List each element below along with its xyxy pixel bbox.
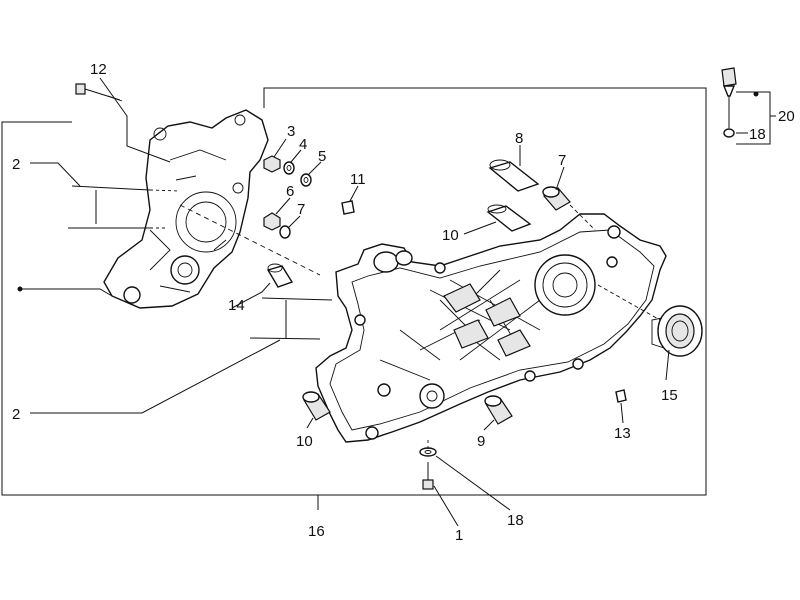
callout-18-lower: 18 <box>507 512 524 529</box>
washer-7-left[interactable] <box>279 225 291 239</box>
bolt-1[interactable] <box>422 462 434 490</box>
callout-12: 12 <box>90 61 107 78</box>
washer-18-plug[interactable] <box>723 128 735 138</box>
pin-13[interactable] <box>615 389 627 403</box>
stud-2-middle-upper[interactable] <box>261 297 333 301</box>
callout-13: 13 <box>614 425 631 442</box>
bushing-7[interactable] <box>542 186 571 211</box>
dowel-14[interactable] <box>266 263 294 288</box>
callout-15: 15 <box>661 387 678 404</box>
callout-1: 1 <box>455 527 463 544</box>
callout-18-plug: 18 <box>749 126 766 143</box>
washer-4[interactable] <box>283 161 295 175</box>
callout-labels: 12 2 3 4 5 6 7 8 7 11 10 14 2 10 9 13 15… <box>12 61 795 544</box>
callout-7-left: 7 <box>297 201 305 218</box>
callout-9: 9 <box>477 433 485 450</box>
dowel-10-lower[interactable] <box>302 391 331 421</box>
callout-14: 14 <box>228 297 245 314</box>
dowel-10-upper[interactable] <box>486 204 532 232</box>
oil-seal-15[interactable] <box>651 305 703 357</box>
nut-6[interactable] <box>263 212 281 231</box>
callout-16: 16 <box>308 523 325 540</box>
callout-7-right: 7 <box>558 152 566 169</box>
callout-2-lower: 2 <box>12 406 20 423</box>
callout-6: 6 <box>286 183 294 200</box>
callout-3: 3 <box>287 123 295 140</box>
stud-2-middle-lower[interactable] <box>249 337 321 340</box>
callout-20: 20 <box>778 108 795 125</box>
callout-2-upper: 2 <box>12 156 20 173</box>
callout-5: 5 <box>318 148 326 165</box>
dowel-8[interactable] <box>488 159 540 192</box>
callout-10-upper: 10 <box>442 227 459 244</box>
stud-2-upper[interactable] <box>71 185 181 192</box>
drain-plug-20[interactable] <box>721 67 737 128</box>
crankcase-right-half[interactable] <box>315 213 667 443</box>
pin-11[interactable] <box>341 200 355 215</box>
washer-5[interactable] <box>300 173 312 187</box>
washer-18[interactable] <box>419 447 437 457</box>
callout-8: 8 <box>515 130 523 147</box>
dowel-9[interactable] <box>484 395 513 425</box>
callout-10-lower: 10 <box>296 433 313 450</box>
group-frame-16 <box>1 87 707 510</box>
callout-4: 4 <box>299 136 307 153</box>
callout-11: 11 <box>350 171 366 188</box>
nut-3[interactable] <box>263 155 281 173</box>
crankcase-left-half[interactable] <box>103 109 269 309</box>
